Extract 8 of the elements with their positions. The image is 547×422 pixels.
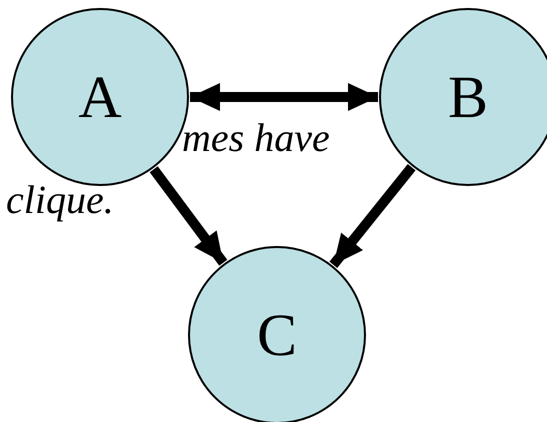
text-label: clique. [6,180,114,220]
arrow [329,164,416,268]
node-label: A [78,67,122,127]
arrow [150,166,228,266]
arrow [190,83,378,111]
text-label: mes have [182,118,330,158]
node-label: B [448,67,488,127]
node-label: C [256,305,298,365]
